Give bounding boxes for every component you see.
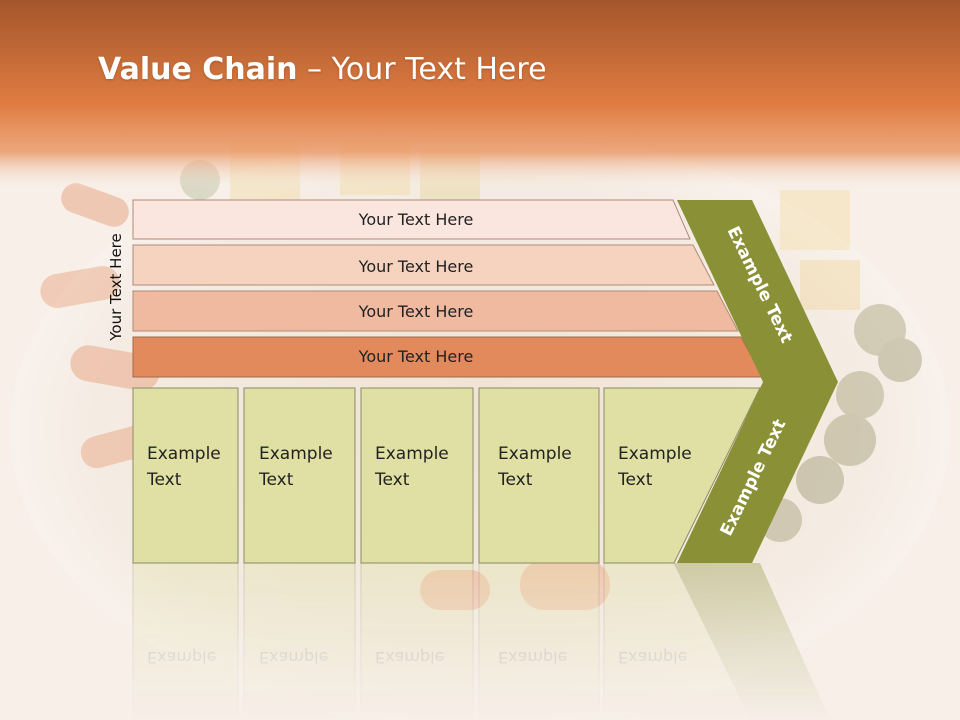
bars-group: Your Text Here Your Text Here Your Text …: [132, 199, 764, 378]
reflection-text: Example: [259, 648, 328, 667]
box-5: [603, 387, 761, 564]
box-2-line2: Text: [258, 470, 294, 490]
box-2-line1: Example: [259, 444, 333, 464]
bar-3-label: Your Text Here: [358, 302, 474, 321]
box-4-line1: Example: [498, 444, 572, 464]
box-1-line1: Example: [147, 444, 221, 464]
bar-1: [132, 199, 691, 240]
title-rest: – Your Text Here: [297, 52, 547, 87]
bar-4-label: Your Text Here: [358, 347, 474, 366]
bar-3: [132, 290, 739, 332]
reflection-text: Example: [147, 648, 216, 667]
box-1-line2: Text: [146, 470, 182, 490]
bar-2: [132, 244, 715, 286]
reflection-text: Example: [375, 648, 444, 667]
boxes-group: Example Text Example Text Example Text E…: [132, 387, 761, 564]
box-3: [360, 387, 474, 564]
header-band: [0, 0, 960, 190]
box-1: [132, 387, 239, 564]
title-bold: Value Chain: [98, 52, 298, 87]
slide-title: Value Chain – Your Text Here: [98, 52, 547, 87]
reflection-text: Example: [498, 648, 567, 667]
chevron-arrow: [677, 200, 838, 563]
diagram-reflection: Example Example Example Example Example: [132, 562, 830, 720]
box-3-line2: Text: [374, 470, 410, 490]
bar-1-label: Your Text Here: [358, 210, 474, 229]
box-5-line1: Example: [618, 444, 692, 464]
bar-2-label: Your Text Here: [358, 257, 474, 276]
box-4: [478, 387, 600, 564]
box-3-line1: Example: [375, 444, 449, 464]
box-5-line2: Text: [617, 470, 653, 490]
reflection-text: Example: [618, 648, 687, 667]
box-4-line2: Text: [497, 470, 533, 490]
box-2: [243, 387, 356, 564]
